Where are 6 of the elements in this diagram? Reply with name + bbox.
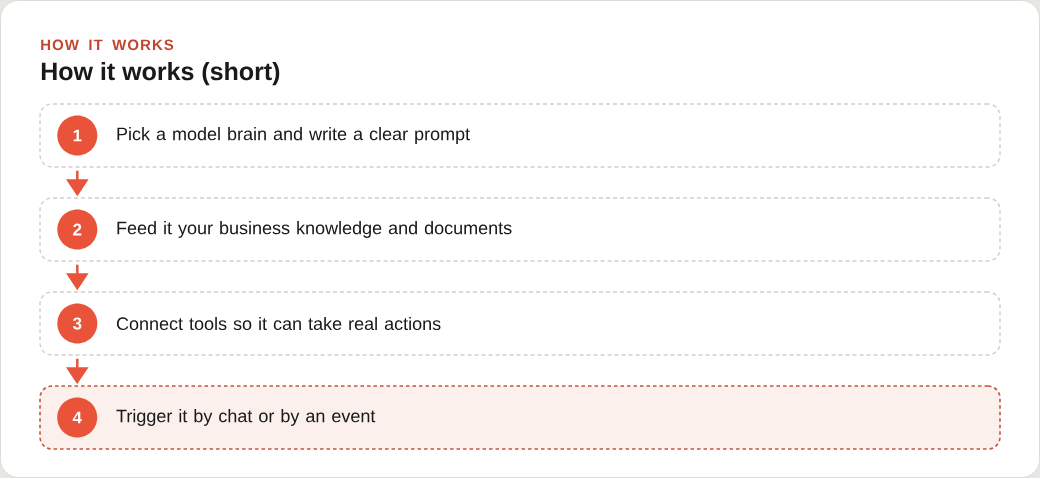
section-label: HOW IT WORKS (41, 39, 174, 51)
number-badge: 2 (57, 209, 98, 250)
number-badge: 3 (57, 303, 98, 344)
number-badge: 4 (57, 397, 98, 438)
number-badge: 1 (57, 115, 98, 156)
title: How it works (short) (41, 61, 280, 86)
